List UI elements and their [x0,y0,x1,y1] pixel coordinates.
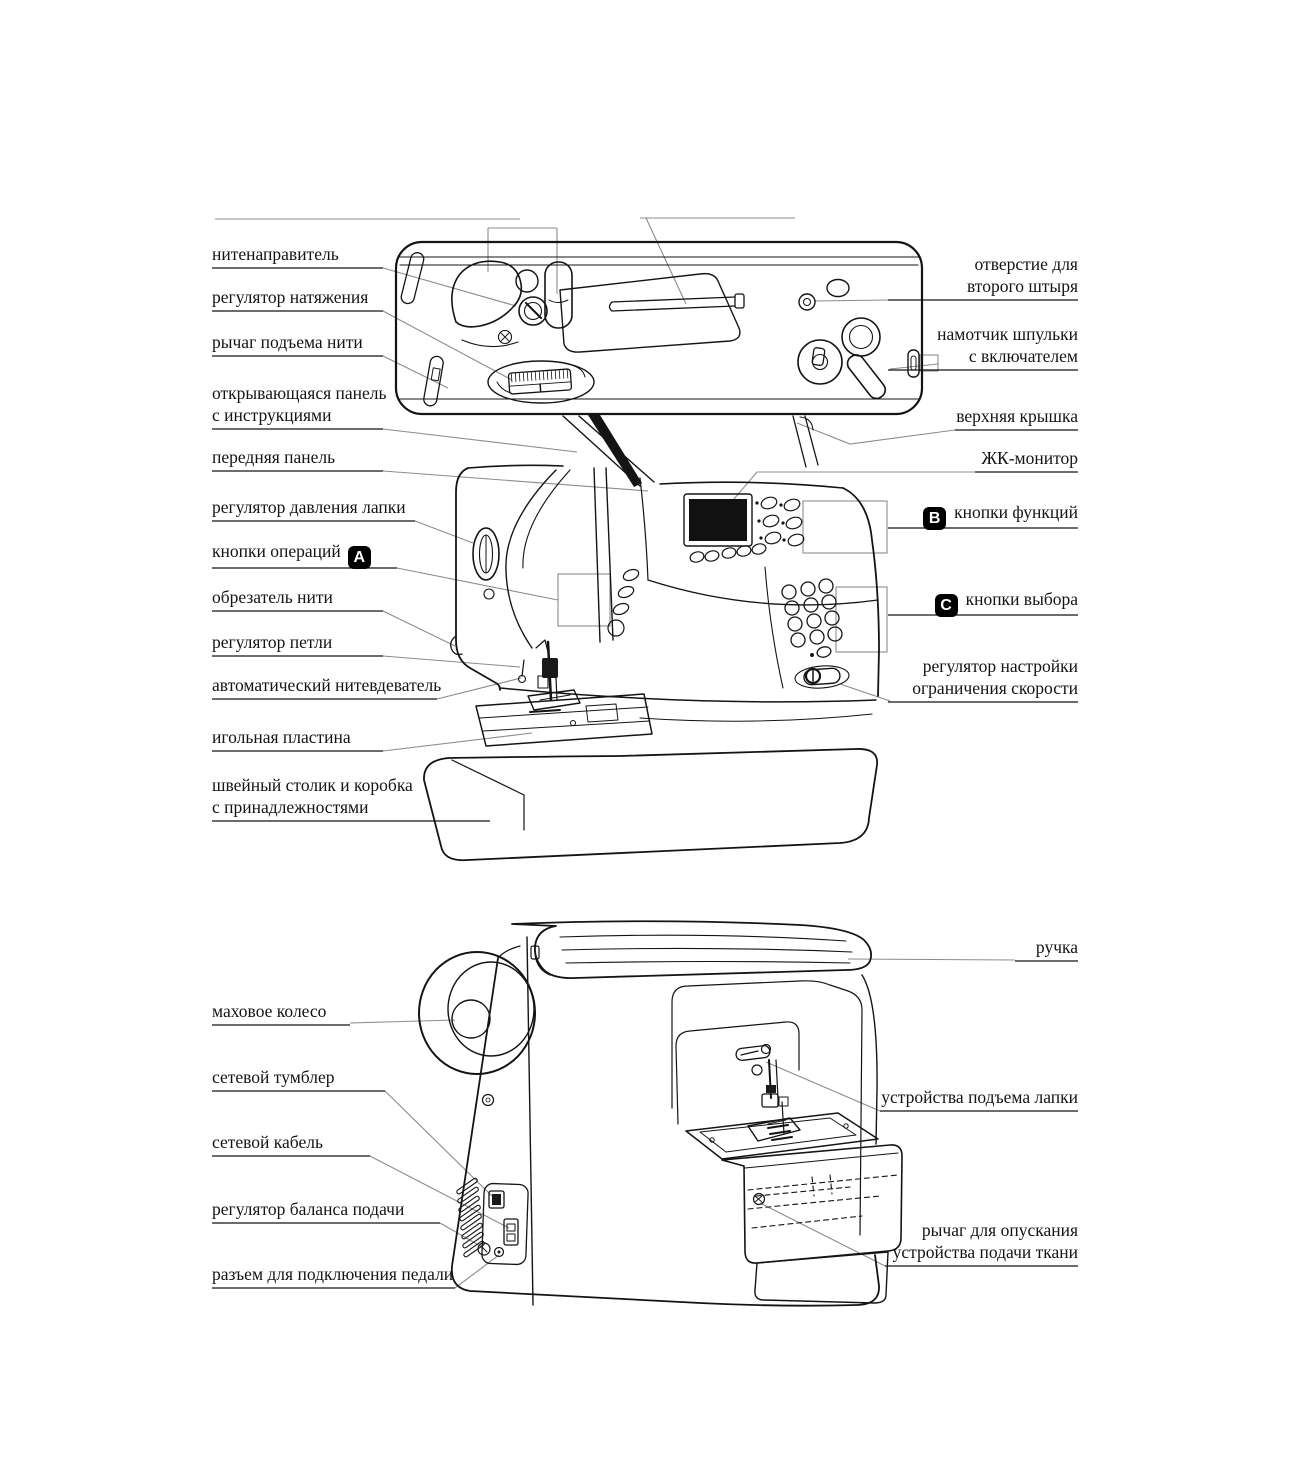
label-front-panel: передняя панель [212,447,336,467]
leader-lines [215,217,1016,1289]
label-takeup-lever: рычаг подъема нити [212,332,363,352]
bobbin-slot-plate [559,272,745,353]
machine-body-front [423,464,880,862]
label-power-cable: сетевой кабель [212,1132,323,1152]
label-thread-cutter: обрезатель нити [212,587,333,607]
second-pin-hole-drawing [798,293,816,311]
foot-pressure-dial-drawing [472,527,500,581]
stitch-buttons-row-drawing [689,543,767,563]
badge-b: B [923,507,947,530]
feed-balance-screw-drawing [477,1242,491,1256]
label-buttonhole-dial: регулятор петли [212,632,333,652]
pedal-jack-drawing [493,1246,505,1258]
label-thread-guide: нитенаправитель [212,244,339,264]
label-pedal-connector: разъем для подключения педали [212,1264,454,1284]
presser-foot-drawing [517,639,581,711]
thread-cutter-drawing [450,635,463,656]
connector-panel-drawing [477,1182,529,1266]
cover-supports [562,415,819,487]
label-needle-plate: игольная пластина [212,727,351,747]
label-tension-dial: регулятор натяжения [212,287,369,307]
top-cover-open [394,240,924,416]
front-view-drawing [394,240,924,862]
label-handwheel: маховое колесо [212,1001,327,1021]
label-power-switch: сетевой тумблер [212,1067,335,1087]
label-needle-threader: автоматический нитевдеватель [212,675,442,695]
tension-knob [518,296,548,326]
label-feed-balance-dial: регулятор баланса подачи [212,1199,405,1219]
handwheel-drawing [418,951,536,1075]
label-underlines [212,267,1078,1289]
lcd-screen-drawing [683,493,753,547]
sewing-table-drawing [423,748,879,862]
badge-c: C [934,594,958,617]
function-buttons-drawing [755,496,805,547]
feed-dog-lever-drawing [752,1192,766,1206]
power-socket-drawing [503,1218,519,1246]
operation-buttons-drawing [607,568,640,637]
speed-slider-drawing [794,665,850,689]
label-presser-foot-lifter: устройства подъема лапки [881,1087,1078,1107]
rear-needle-plate-drawing [685,1112,879,1160]
carry-handle-drawing [511,920,873,979]
free-arm-drawing [721,1144,903,1304]
tension-dial-drawing [487,360,595,404]
rear-view-drawing [418,920,903,1307]
label-foot-pressure-dial: регулятор давления лапки [212,497,406,517]
badge-a: A [347,546,371,569]
label-lcd-monitor: ЖК-монитор [981,448,1078,468]
rear-body-outline [450,936,880,1307]
needle-plate-drawing [475,693,653,747]
label-top-cover: верхняя крышка [956,406,1078,426]
power-switch-drawing [488,1190,505,1209]
rear-panel-drawing [671,980,863,1236]
vent-slots-drawing [456,1177,485,1258]
presser-lifter-drawing [735,1043,772,1061]
selection-buttons-drawing [764,566,843,689]
bobbin-winder-drawing [797,317,887,400]
label-carry-handle: ручка [1035,937,1078,957]
